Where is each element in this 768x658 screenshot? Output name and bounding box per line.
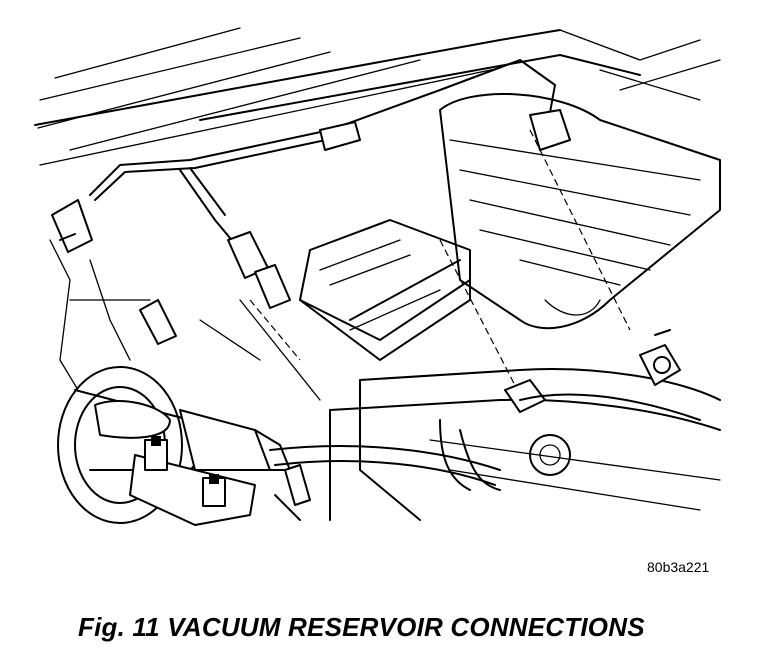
alignment-lines — [249, 129, 631, 396]
hose-end-left — [51, 199, 93, 253]
vacuum-reservoir-illustration — [34, 27, 721, 526]
figure-caption: Fig. 11 VACUUM RESERVOIR CONNECTIONS — [78, 612, 645, 642]
bolt — [274, 464, 311, 521]
mounting-plate — [129, 436, 256, 526]
engine-block — [49, 239, 321, 411]
check-valve-right — [639, 329, 681, 386]
vacuum-reservoir — [439, 92, 721, 330]
firewall-frame — [329, 368, 721, 521]
cowl-panel — [34, 27, 721, 166]
vacuum-hose-upper — [89, 59, 571, 201]
vacuum-hose-branch — [179, 167, 291, 309]
vacuum-hose-lower — [269, 379, 701, 486]
reservoir-bracket — [299, 219, 471, 361]
figure-reference-code: 80b3a221 — [647, 559, 710, 575]
hose-cap — [139, 299, 177, 345]
